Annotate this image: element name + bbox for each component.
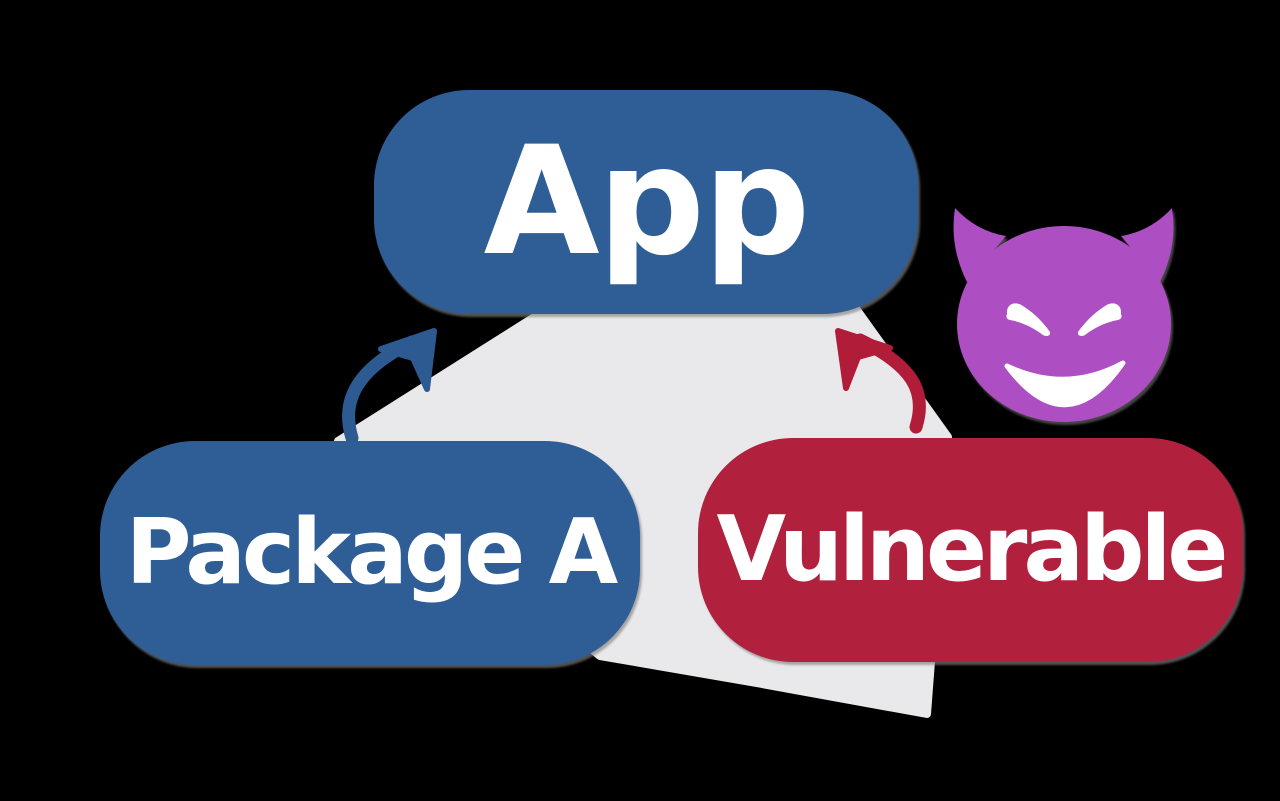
devil-right-horn: [1121, 208, 1174, 282]
node-app: App: [374, 90, 918, 314]
arrow-vulnerable-to-app-head: [835, 328, 893, 391]
smiling-devil-icon: [953, 208, 1174, 422]
devil-left-eye: [1006, 303, 1051, 336]
node-vulnerable: Vulnerable: [698, 438, 1243, 662]
arrow-vulnerable-to-app: [835, 328, 926, 434]
node-vulnerable-label: Vulnerable: [716, 497, 1229, 602]
devil-left-horn: [953, 208, 1006, 282]
node-package-a: Package A: [100, 441, 640, 665]
devil-right-eye: [1077, 303, 1122, 336]
arrow-package-a-to-app-head: [378, 328, 437, 392]
arrow-package-a-to-app: [342, 328, 437, 445]
devil-smile: [1004, 360, 1126, 408]
node-package-a-label: Package A: [125, 500, 619, 605]
node-app-label: App: [483, 115, 811, 289]
